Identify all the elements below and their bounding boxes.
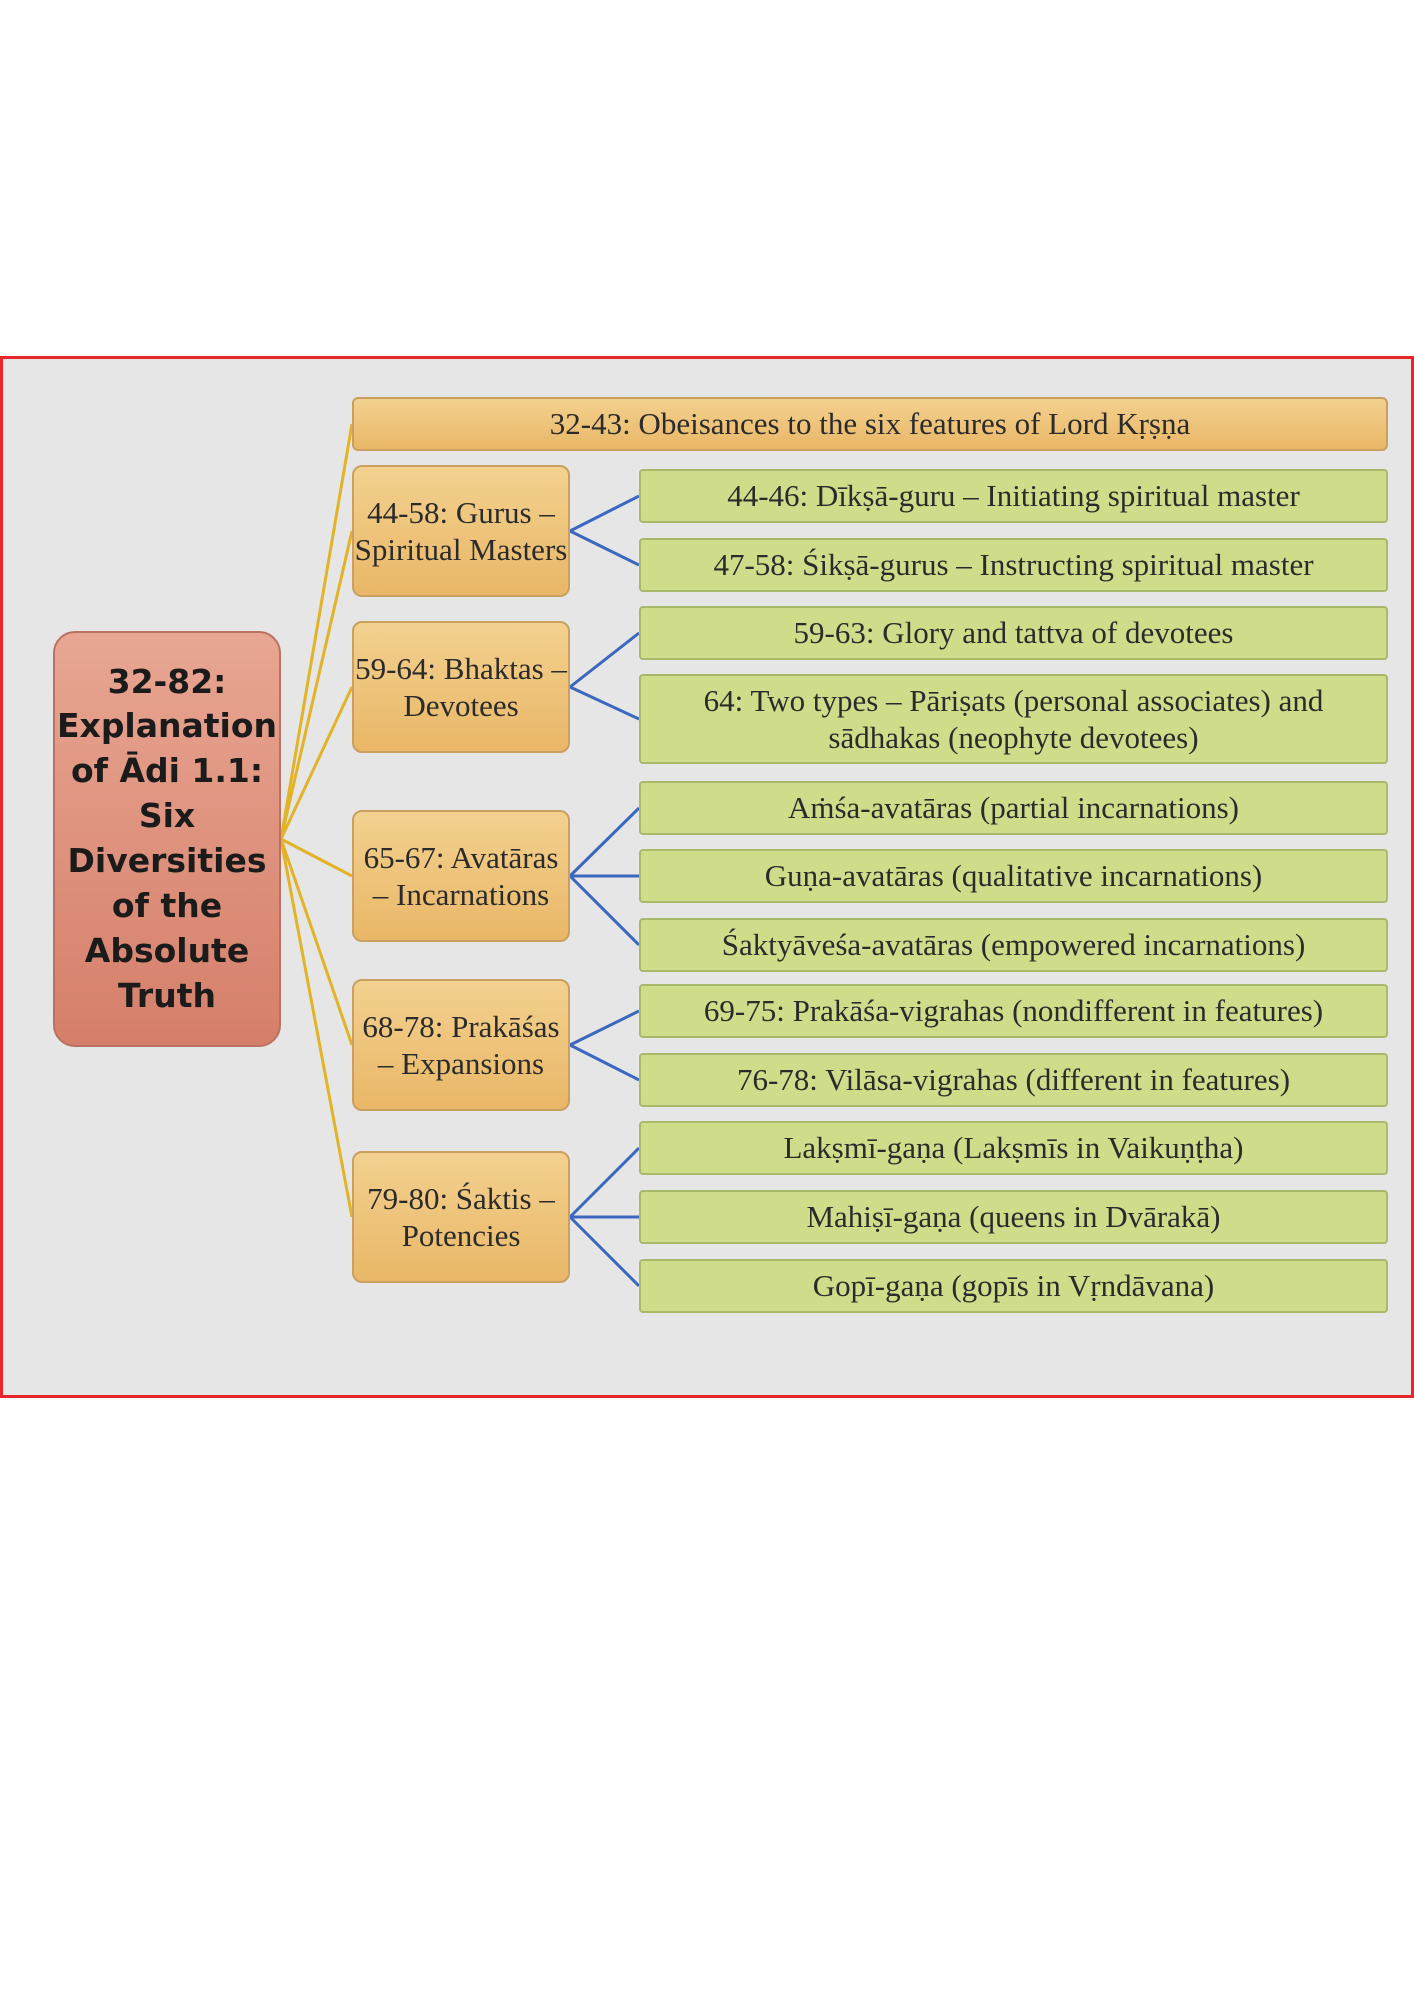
diagram-frame: 32-82: Explanation of Ādi 1.1: Six Diver… xyxy=(0,356,1414,1398)
leaf-gopi-gana: Gopī-gaṇa (gopīs in Vṛndāvana) xyxy=(639,1259,1388,1313)
leaf-connectors xyxy=(568,494,641,1288)
root-node: 32-82: Explanation of Ādi 1.1: Six Diver… xyxy=(53,631,281,1047)
branch-bhaktas: 59-64: Bhaktas – Devotees xyxy=(352,621,570,753)
connector-lines xyxy=(279,423,641,1288)
leaf-siksa-gurus: 47-58: Śikṣā-gurus – Instructing spiritu… xyxy=(639,538,1388,592)
leaf-guna-avataras: Guṇa-avatāras (qualitative incarnations) xyxy=(639,849,1388,903)
branch-saktis: 79-80: Śaktis – Potencies xyxy=(352,1151,570,1283)
leaf-saktyavesa-avataras: Śaktyāveśa-avatāras (empowered incarnati… xyxy=(639,918,1388,972)
leaf-two-types: 64: Two types – Pāriṣats (personal assoc… xyxy=(639,674,1388,764)
branch-gurus: 44-58: Gurus – Spiritual Masters xyxy=(352,465,570,597)
leaf-mahisi-gana: Mahiṣī-gaṇa (queens in Dvārakā) xyxy=(639,1190,1388,1244)
leaf-vilasa-vigrahas: 76-78: Vilāsa-vigrahas (different in fea… xyxy=(639,1053,1388,1107)
leaf-laksmi-gana: Lakṣmī-gaṇa (Lakṣmīs in Vaikuṇṭha) xyxy=(639,1121,1388,1175)
branch-avataras: 65-67: Avatāras – Incarnations xyxy=(352,810,570,942)
leaf-diksa-guru: 44-46: Dīkṣā-guru – Initiating spiritual… xyxy=(639,469,1388,523)
branch-prakasas: 68-78: Prakāśas – Expansions xyxy=(352,979,570,1111)
leaf-amsa-avataras: Aṁśa-avatāras (partial incarnations) xyxy=(639,781,1388,835)
branch-obeisances: 32-43: Obeisances to the six features of… xyxy=(352,397,1388,451)
leaf-prakasa-vigrahas: 69-75: Prakāśa-vigrahas (nondifferent in… xyxy=(639,984,1388,1038)
branch-connectors xyxy=(279,423,354,1218)
leaf-glory-devotees: 59-63: Glory and tattva of devotees xyxy=(639,606,1388,660)
